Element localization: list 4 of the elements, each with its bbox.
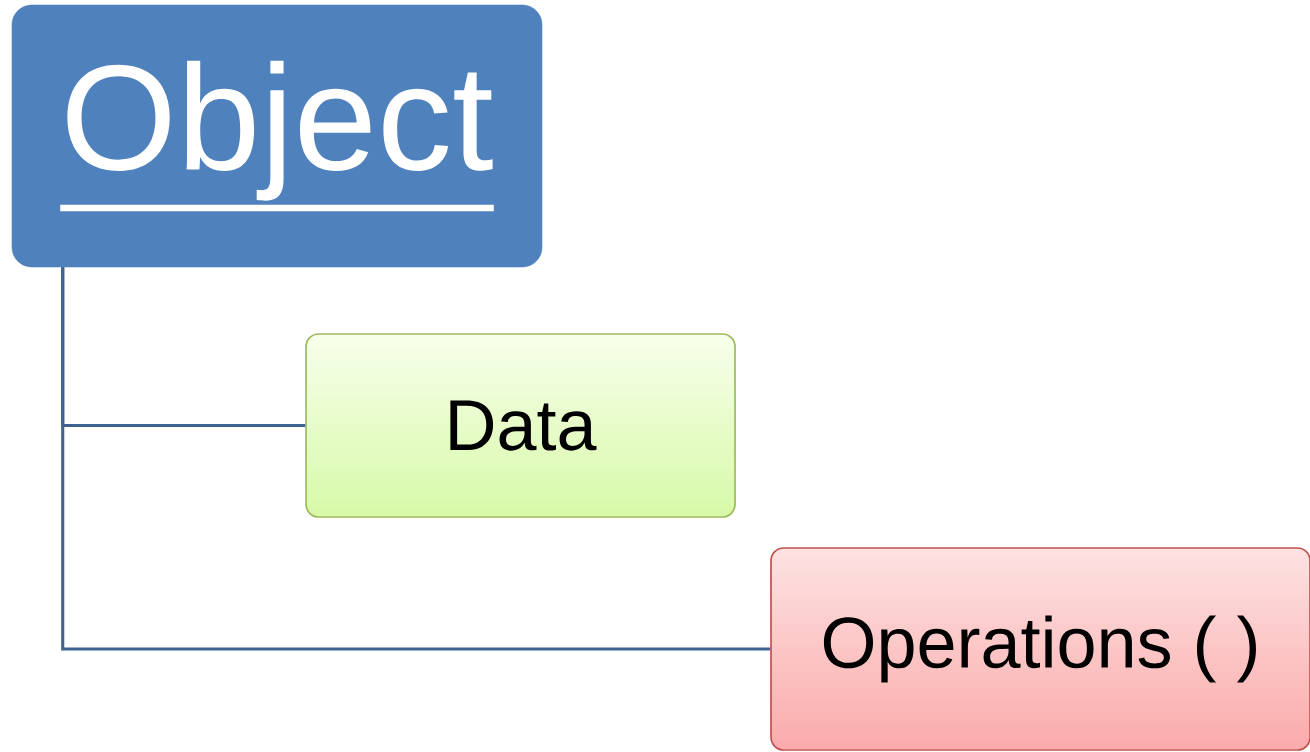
connector-line bbox=[61, 267, 771, 651]
operations-box: Operations ( ) bbox=[770, 547, 1310, 751]
object-box: Object bbox=[11, 4, 543, 268]
data-box: Data bbox=[305, 333, 736, 518]
